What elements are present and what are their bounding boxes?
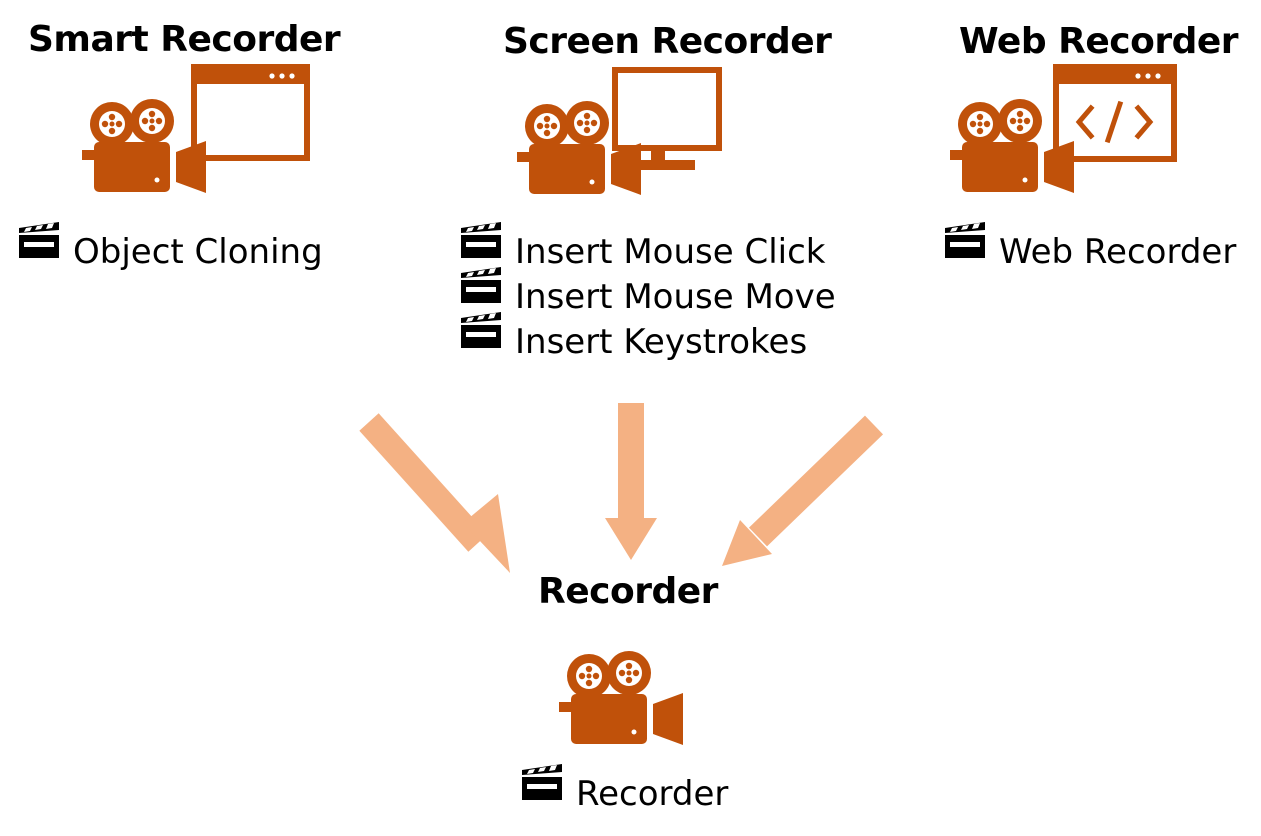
- clapperboard-icon: [461, 267, 501, 303]
- recorder-title: Recorder: [538, 571, 718, 612]
- list-item: Web Recorder: [945, 222, 1237, 272]
- camera-code-window-icon: [950, 64, 1177, 193]
- arrow-screen-to-recorder: [605, 403, 657, 560]
- list-item: Recorder: [522, 764, 729, 814]
- list-item: Insert Mouse Move: [461, 267, 836, 317]
- clapperboard-icon: [522, 764, 562, 800]
- smart-recorder-title: Smart Recorder: [28, 19, 341, 60]
- clapperboard-icon: [461, 312, 501, 348]
- item-label: Insert Mouse Move: [515, 277, 836, 317]
- clapperboard-icon: [19, 222, 59, 258]
- clapperboard-icon: [945, 222, 985, 258]
- item-label: Web Recorder: [999, 232, 1237, 272]
- camera-icon: [559, 651, 683, 745]
- clapperboard-icon: [461, 222, 501, 258]
- list-item: Insert Keystrokes: [461, 312, 808, 362]
- item-label: Recorder: [576, 774, 729, 814]
- item-label: Object Cloning: [73, 232, 323, 272]
- web-recorder-title: Web Recorder: [959, 21, 1239, 62]
- list-item: Insert Mouse Click: [461, 222, 826, 272]
- list-item: Object Cloning: [19, 222, 323, 272]
- arrow-web-to-recorder: [722, 415, 884, 566]
- item-label: Insert Mouse Click: [515, 232, 826, 272]
- screen-recorder-title: Screen Recorder: [503, 21, 832, 62]
- camera-window-icon: [82, 64, 310, 193]
- camera-monitor-icon: [517, 67, 722, 195]
- arrow-smart-to-recorder: [359, 413, 510, 573]
- item-label: Insert Keystrokes: [515, 322, 808, 362]
